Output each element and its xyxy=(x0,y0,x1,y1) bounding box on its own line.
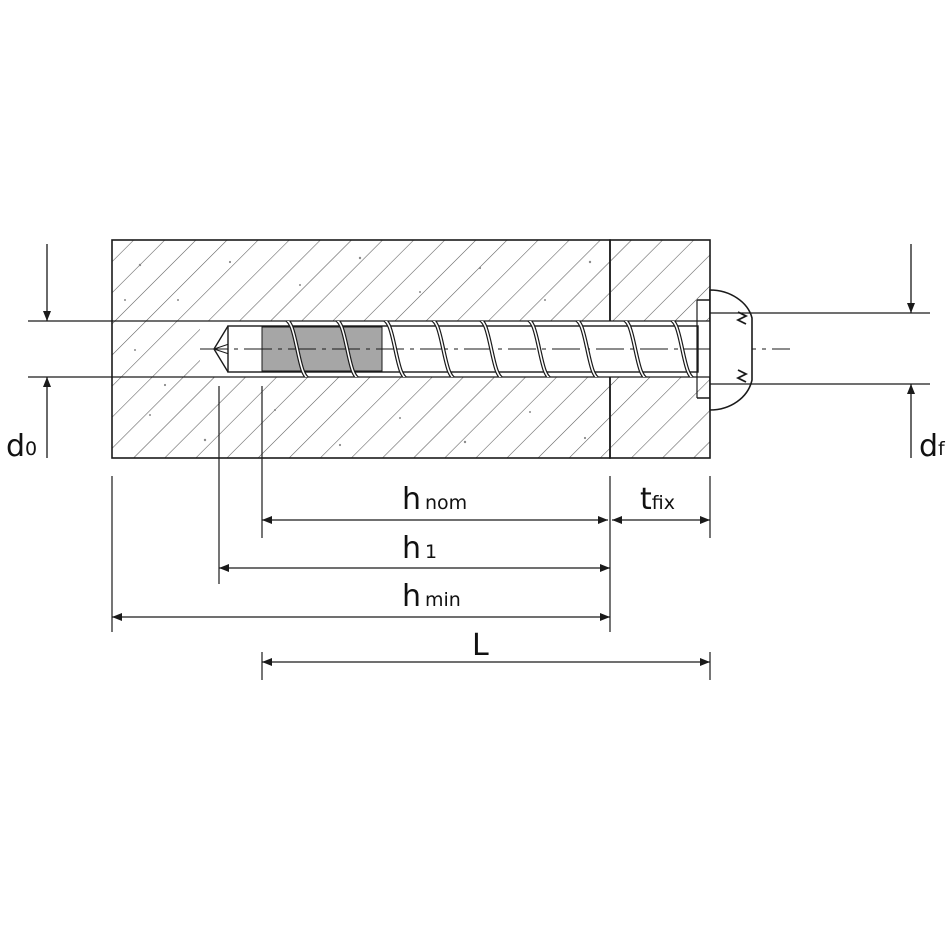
thread-highlight-4 xyxy=(432,321,454,377)
thread-highlight-3 xyxy=(384,321,406,377)
thread-highlight-8 xyxy=(624,321,646,377)
thread-highlight-7 xyxy=(576,321,598,377)
head-serration-icon xyxy=(735,311,749,383)
dimension-lines xyxy=(43,244,915,666)
label-L: L xyxy=(472,628,489,663)
concrete-speckle xyxy=(124,256,592,447)
thread-highlight-1 xyxy=(286,321,308,377)
extension-lines xyxy=(111,386,711,680)
label-tfix: tfix xyxy=(640,482,675,517)
thread-highlight-5 xyxy=(480,321,502,377)
thread-highlight-6 xyxy=(528,321,550,377)
screw-threads xyxy=(284,321,695,377)
thread-highlight-2 xyxy=(336,321,358,377)
label-df: df xyxy=(919,429,946,464)
thread-highlight-9 xyxy=(671,321,693,377)
screw-head xyxy=(709,289,753,411)
screw-anchor xyxy=(200,289,790,411)
label-d0: d0 xyxy=(6,429,37,464)
